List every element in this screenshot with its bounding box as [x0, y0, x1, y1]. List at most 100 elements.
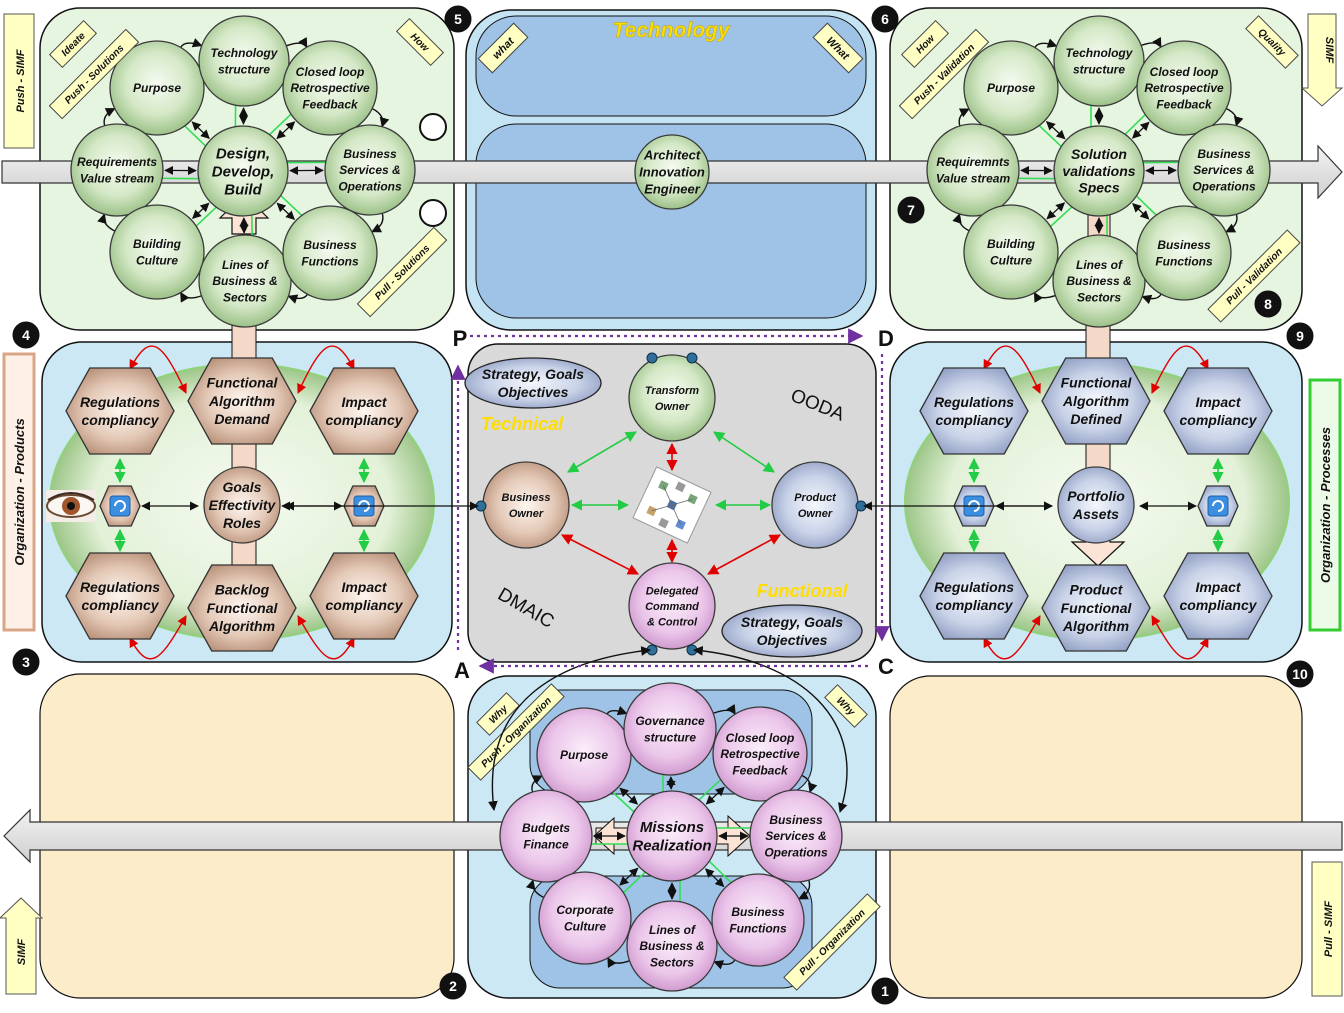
validation-circle-bf [1137, 206, 1231, 300]
validation-circle-center-label-line: Specs [1078, 180, 1119, 196]
solutions-circle-purpose-label-line: Purpose [133, 81, 181, 95]
business-owner-node [483, 462, 569, 548]
solutions-circle-tech-label-line: Technology [211, 46, 279, 60]
pull-simf-label: Pull - SIMF [1312, 862, 1342, 996]
processes-hex-br [1164, 553, 1272, 639]
organization-circle-gov [624, 683, 716, 775]
product-owner-label-line: Product [794, 492, 837, 504]
solutions-circle-tech-label-line: structure [218, 62, 270, 76]
organization-circle-closed-label-line: Retrospective [720, 747, 800, 761]
solutions-circle-culture-label-line: Culture [136, 253, 178, 267]
processes-hex-bc-label-line: Functional [1061, 600, 1133, 616]
products-hex-tr-label-line: compliancy [325, 412, 403, 428]
functional-label: Functional [757, 581, 849, 601]
validation-circle-closed-label-line: Retrospective [1144, 81, 1224, 95]
badge-1-label: 1 [881, 983, 889, 999]
solutions-circle-center-label-line: Develop, [212, 163, 275, 180]
products-hex-tr [310, 368, 418, 454]
validation-circle-center-label-line: Solution [1071, 146, 1127, 162]
processes-hex-tr-label-line: compliancy [1179, 412, 1257, 428]
products-hex-br [310, 553, 418, 639]
organization-circle-culture [539, 872, 631, 964]
svg-text:Push - SIMF: Push - SIMF [15, 49, 27, 112]
processes-center-node-label-line: Portfolio [1067, 488, 1125, 504]
organization-circle-bso-label-line: Services & [765, 829, 826, 843]
svg-text:Organization - Processes: Organization - Processes [1318, 427, 1333, 583]
processes-hex-tc-label-line: Defined [1070, 411, 1122, 427]
processes-hex-tl-label-line: Regulations [934, 394, 1014, 410]
products-hex-br-label-line: compliancy [325, 597, 403, 613]
validation-circle-bso-label-line: Services & [1193, 163, 1254, 177]
connector-dot-1 [687, 353, 697, 363]
validation-circle-tech [1054, 16, 1144, 106]
organization-circle-center-label-line: Missions [640, 819, 704, 836]
badge-10-label: 10 [1292, 666, 1308, 682]
products-center-node-label-line: Goals [223, 479, 262, 495]
solutions-circle-lob-label-line: Lines of [222, 258, 269, 272]
svg-text:Pull - SIMF: Pull - SIMF [1323, 901, 1335, 958]
solutions-circle-center-label-line: Design, [216, 145, 270, 162]
letter-c: C [878, 654, 894, 679]
eye-icon [46, 490, 96, 522]
processes-hex-bl [920, 553, 1028, 639]
strategy-ellipse-bottom-label-line: Objectives [757, 632, 828, 648]
organization-circle-bso-label-line: Business [769, 813, 823, 827]
processes-hex-br-label-line: compliancy [1179, 597, 1257, 613]
validation-circle-purpose-label-line: Purpose [987, 81, 1035, 95]
business-owner-label-line: Owner [509, 508, 544, 520]
products-center-node-label-line: Roles [223, 515, 261, 531]
solutions-circle-req-label-line: Value stream [80, 171, 155, 185]
products-hex-tl [66, 368, 174, 454]
product-owner-label-line: Owner [798, 508, 833, 520]
products-hex-bl [66, 553, 174, 639]
products-hex-br-label-line: Impact [341, 579, 387, 595]
validation-circle-closed-label-line: Closed loop [1150, 65, 1219, 79]
validation-circle-lob-label-line: Sectors [1077, 290, 1121, 304]
validation-circle-bf-label-line: Business [1157, 238, 1211, 252]
architect-node-label-line: Architect [643, 148, 701, 163]
products-hex-tl-label-line: Regulations [80, 394, 160, 410]
strategy-ellipse-bottom-label-line: Strategy, Goals [741, 614, 843, 630]
validation-circle-closed-label-line: Feedback [1156, 97, 1213, 111]
organization-circle-lob-label-line: Lines of [649, 923, 696, 937]
organization-circle-closed-label-line: Closed loop [726, 731, 795, 745]
products-center-node-label-line: Effectivity [209, 497, 277, 513]
products-hex-bc-label-line: Backlog [215, 582, 270, 598]
technology-title: Technology [612, 19, 730, 42]
organization-circle-bf [712, 874, 804, 966]
solutions-circle-bso-label-line: Business [343, 147, 397, 161]
products-hex-bl-label-line: Regulations [80, 579, 160, 595]
solutions-circle-bf-label-line: Business [303, 238, 357, 252]
badge-2-label: 2 [449, 978, 457, 994]
organization-circle-budget [500, 790, 592, 882]
organization-circle-budget-label-line: Finance [523, 837, 569, 851]
organization-circle-budget-label-line: Budgets [522, 821, 570, 835]
badge-6-label: 6 [881, 11, 889, 27]
badge-4-label: 4 [22, 327, 30, 343]
solutions-circle-closed-label-line: Retrospective [290, 81, 370, 95]
strategy-ellipse-bottom [722, 605, 862, 657]
organization-circle-center [627, 791, 717, 881]
solutions-circle-lob-label-line: Business & [212, 274, 277, 288]
processes-hex-tc-label-line: Algorithm [1062, 393, 1129, 409]
organization-circle-lob-label-line: Sectors [650, 955, 694, 969]
organization-circle-closed-label-line: Feedback [732, 763, 789, 777]
transform-owner-label-line: Owner [655, 401, 690, 413]
processes-hex-bl-label-line: Regulations [934, 579, 1014, 595]
simf-bottom-left-arrow: SIMF [0, 898, 42, 994]
solutions-circle-closed-label-line: Closed loop [296, 65, 365, 79]
solutions-circle-req [71, 124, 163, 216]
processes-hex-br-label-line: Impact [1195, 579, 1241, 595]
organization-circle-purpose-label-line: Purpose [560, 748, 608, 762]
solutions-circle-lob-label-line: Sectors [223, 290, 267, 304]
products-hex-bc-label-line: Algorithm [208, 618, 275, 634]
business-owner-label-line: Business [502, 492, 551, 504]
